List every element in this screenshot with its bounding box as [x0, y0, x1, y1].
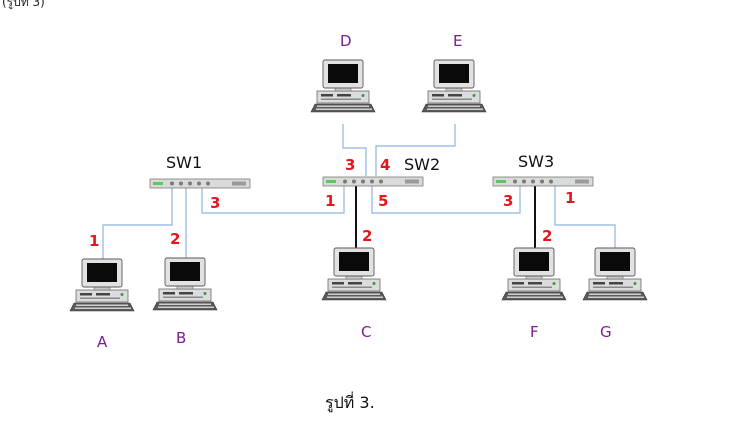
switch-label-sw2: SW2 — [404, 155, 440, 174]
port-label-sw2-3: 3 — [345, 156, 355, 174]
computer-label-g: G — [600, 323, 612, 341]
port-label-sw2-4: 4 — [380, 156, 390, 174]
computer-b: B — [152, 257, 218, 347]
cable-sw2-d — [342, 124, 367, 176]
computer-label-c: C — [361, 323, 371, 341]
switch-label-sw3: SW3 — [518, 152, 554, 171]
computer-label-d: D — [340, 32, 352, 50]
port-label-sw1-2: 2 — [170, 230, 180, 248]
port-labels: 1 2 3 1 2 3 4 5 1 2 3 — [89, 156, 575, 250]
cable-sw3-g — [554, 186, 616, 252]
computer-a: A — [69, 258, 135, 351]
computer-f: F — [501, 247, 567, 341]
port-label-sw1-3: 3 — [210, 194, 220, 212]
cable-sw1-sw2 — [201, 186, 345, 214]
cables — [102, 124, 616, 262]
port-label-sw3-1: 1 — [565, 189, 575, 207]
port-label-sw2-1: 1 — [325, 192, 335, 210]
cable-sw1-a — [102, 188, 173, 262]
computer-label-b: B — [176, 329, 186, 347]
computer-d: D — [310, 32, 376, 113]
port-label-sw1-1: 1 — [89, 232, 99, 250]
cable-sw2-sw3 — [371, 186, 521, 214]
switch-sw1: SW1 — [149, 153, 251, 189]
switch-label-sw1: SW1 — [166, 153, 202, 172]
computer-e: E — [421, 32, 487, 113]
port-label-sw3-2: 2 — [542, 227, 552, 245]
switch-sw2: SW2 — [322, 155, 440, 187]
port-label-sw2-5: 5 — [378, 192, 388, 210]
figure-caption: รูปที่ 3. — [325, 391, 375, 413]
computer-label-a: A — [97, 333, 108, 351]
computer-label-f: F — [530, 323, 539, 341]
computer-g: G — [582, 247, 648, 341]
cable-sw2-e — [375, 124, 456, 176]
port-label-sw3-3: 3 — [503, 192, 513, 210]
header-fragment: (รูปที่ 3) — [2, 0, 45, 10]
computer-c: C — [321, 247, 387, 341]
port-label-sw2-2: 2 — [362, 227, 372, 245]
switch-sw3: SW3 — [492, 152, 594, 187]
computer-label-e: E — [453, 32, 462, 50]
